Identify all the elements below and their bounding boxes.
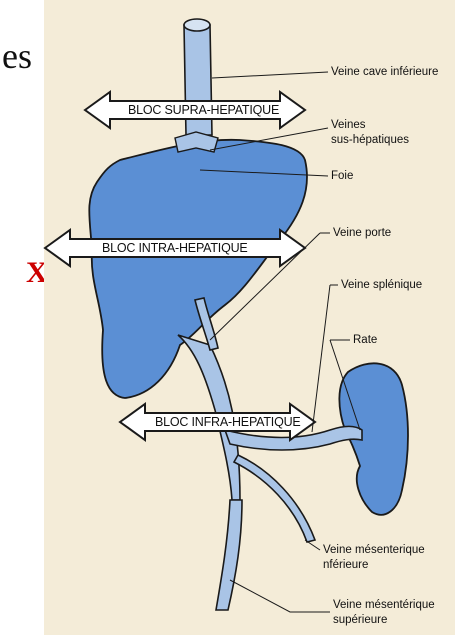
label-veine-cave-inferieure: Veine cave inférieure — [331, 65, 438, 79]
label-veine-mesenterique-superieure-1: Veine mésentérique — [333, 598, 435, 612]
label-veine-splenique: Veine splénique — [341, 278, 422, 292]
vena-cava-opening — [184, 19, 210, 31]
label-rate: Rate — [353, 333, 377, 347]
label-veine-mesenterique-inferieure-2: nférieure — [323, 558, 368, 572]
label-veines: Veines — [331, 118, 366, 132]
label-foie: Foie — [331, 169, 353, 183]
label-bloc-supra-hepatique: BLOC SUPRA-HEPATIQUE — [128, 103, 279, 117]
label-sus-hepatiques: sus-hépatiques — [331, 133, 409, 147]
label-veine-porte: Veine porte — [333, 226, 391, 240]
label-bloc-intra-hepatique: BLOC INTRA-HEPATIQUE — [102, 241, 248, 255]
label-veine-mesenterique-superieure-2: supérieure — [333, 613, 387, 627]
label-veine-mesenterique-inferieure-1: Veine mésenterique — [323, 543, 425, 557]
label-bloc-infra-hepatique: BLOC INFRA-HEPATIQUE — [155, 415, 301, 429]
